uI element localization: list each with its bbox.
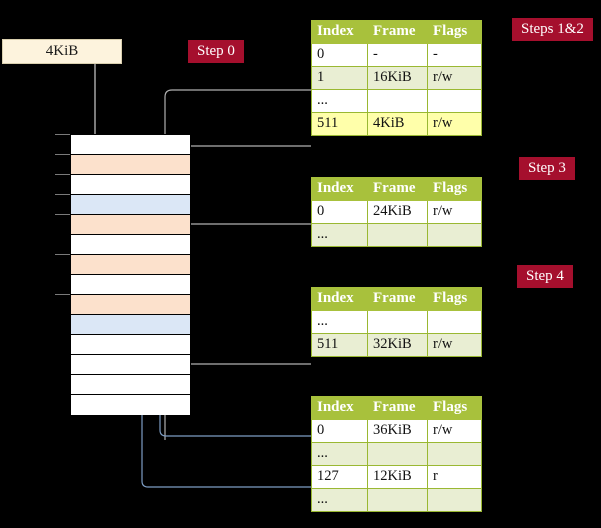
table-cell: - — [367, 43, 428, 67]
step-badge-step4: Step 4 — [517, 265, 573, 288]
column-header-frame: Frame — [367, 20, 428, 44]
memory-frame-row — [71, 395, 190, 415]
table-cell: 511 — [311, 333, 368, 357]
table-cell — [427, 488, 482, 512]
table-cell: r — [427, 465, 482, 489]
table-cell: 0 — [311, 419, 368, 443]
frame-label-box: 4KiB — [2, 39, 122, 64]
table-cell: 0 — [311, 43, 368, 67]
memory-frame-row — [71, 215, 190, 235]
table-cell: r/w — [427, 112, 482, 136]
memory-frame-row — [71, 235, 190, 255]
memory-frame-row — [71, 375, 190, 395]
table-cell: r/w — [427, 333, 482, 357]
table-cell — [427, 310, 482, 334]
column-header-frame: Frame — [367, 396, 428, 420]
table-cell: - — [427, 43, 482, 67]
step-badge-step0: Step 0 — [188, 40, 244, 63]
memory-tick — [55, 214, 70, 215]
column-header-flags: Flags — [427, 177, 482, 201]
frame-label-text: 4KiB — [45, 43, 79, 59]
step-badge-steps12: Steps 1&2 — [512, 18, 593, 41]
column-header-frame: Frame — [367, 287, 428, 311]
physical-memory-column — [70, 134, 191, 415]
table-cell — [427, 89, 482, 113]
memory-tick — [55, 154, 70, 155]
table-cell: 127 — [311, 465, 368, 489]
column-header-index: Index — [311, 396, 368, 420]
column-header-frame: Frame — [367, 177, 428, 201]
table-cell — [427, 442, 482, 466]
table-cell: 16KiB — [367, 66, 428, 90]
table-cell — [367, 488, 428, 512]
table-row: 0-- — [311, 43, 482, 67]
memory-frame-row — [71, 335, 190, 355]
table-cell: 1 — [311, 66, 368, 90]
wire-step3 — [177, 223, 311, 241]
table-cell: 4KiB — [367, 112, 428, 136]
table-cell: r/w — [427, 66, 482, 90]
table-cell: 511 — [311, 112, 368, 136]
column-header-index: Index — [311, 177, 368, 201]
table-row: ... — [311, 89, 482, 113]
memory-frame-row — [71, 155, 190, 175]
table-cell: ... — [311, 488, 368, 512]
memory-tick — [55, 194, 70, 195]
table-cell: 0 — [311, 200, 368, 224]
table-cell: ... — [311, 223, 368, 247]
memory-frame-row — [71, 275, 190, 295]
table-row: ... — [311, 223, 482, 247]
memory-frame-row — [71, 255, 190, 275]
table-row: ... — [311, 442, 482, 466]
table-cell: 12KiB — [367, 465, 428, 489]
memory-tick — [55, 174, 70, 175]
table-cell — [367, 223, 428, 247]
column-header-flags: Flags — [427, 20, 482, 44]
memory-frame-row — [71, 315, 190, 335]
memory-frame-row — [71, 355, 190, 375]
memory-frame-row — [71, 135, 190, 155]
step-badge-step3: Step 3 — [519, 157, 575, 180]
column-header-index: Index — [311, 287, 368, 311]
memory-tick — [55, 254, 70, 255]
table-row: ... — [311, 488, 482, 512]
column-header-index: Index — [311, 20, 368, 44]
column-header-flags: Flags — [427, 396, 482, 420]
column-header-flags: Flags — [427, 287, 482, 311]
table-cell: r/w — [427, 200, 482, 224]
table-cell: r/w — [427, 419, 482, 443]
memory-frame-row — [71, 195, 190, 215]
table-cell: 24KiB — [367, 200, 428, 224]
table-cell — [367, 442, 428, 466]
memory-tick — [55, 294, 70, 295]
table-cell: ... — [311, 310, 368, 334]
memory-frame-row — [71, 295, 190, 315]
wire-step4 — [170, 326, 311, 365]
memory-frame-row — [71, 175, 190, 195]
table-cell: ... — [311, 89, 368, 113]
table-row: ... — [311, 310, 482, 334]
table-cell — [367, 310, 428, 334]
table-cell — [427, 223, 482, 247]
table-cell — [367, 89, 428, 113]
memory-tick — [55, 134, 70, 135]
table-cell: 32KiB — [367, 333, 428, 357]
table-cell: ... — [311, 442, 368, 466]
table-cell: 36KiB — [367, 419, 428, 443]
